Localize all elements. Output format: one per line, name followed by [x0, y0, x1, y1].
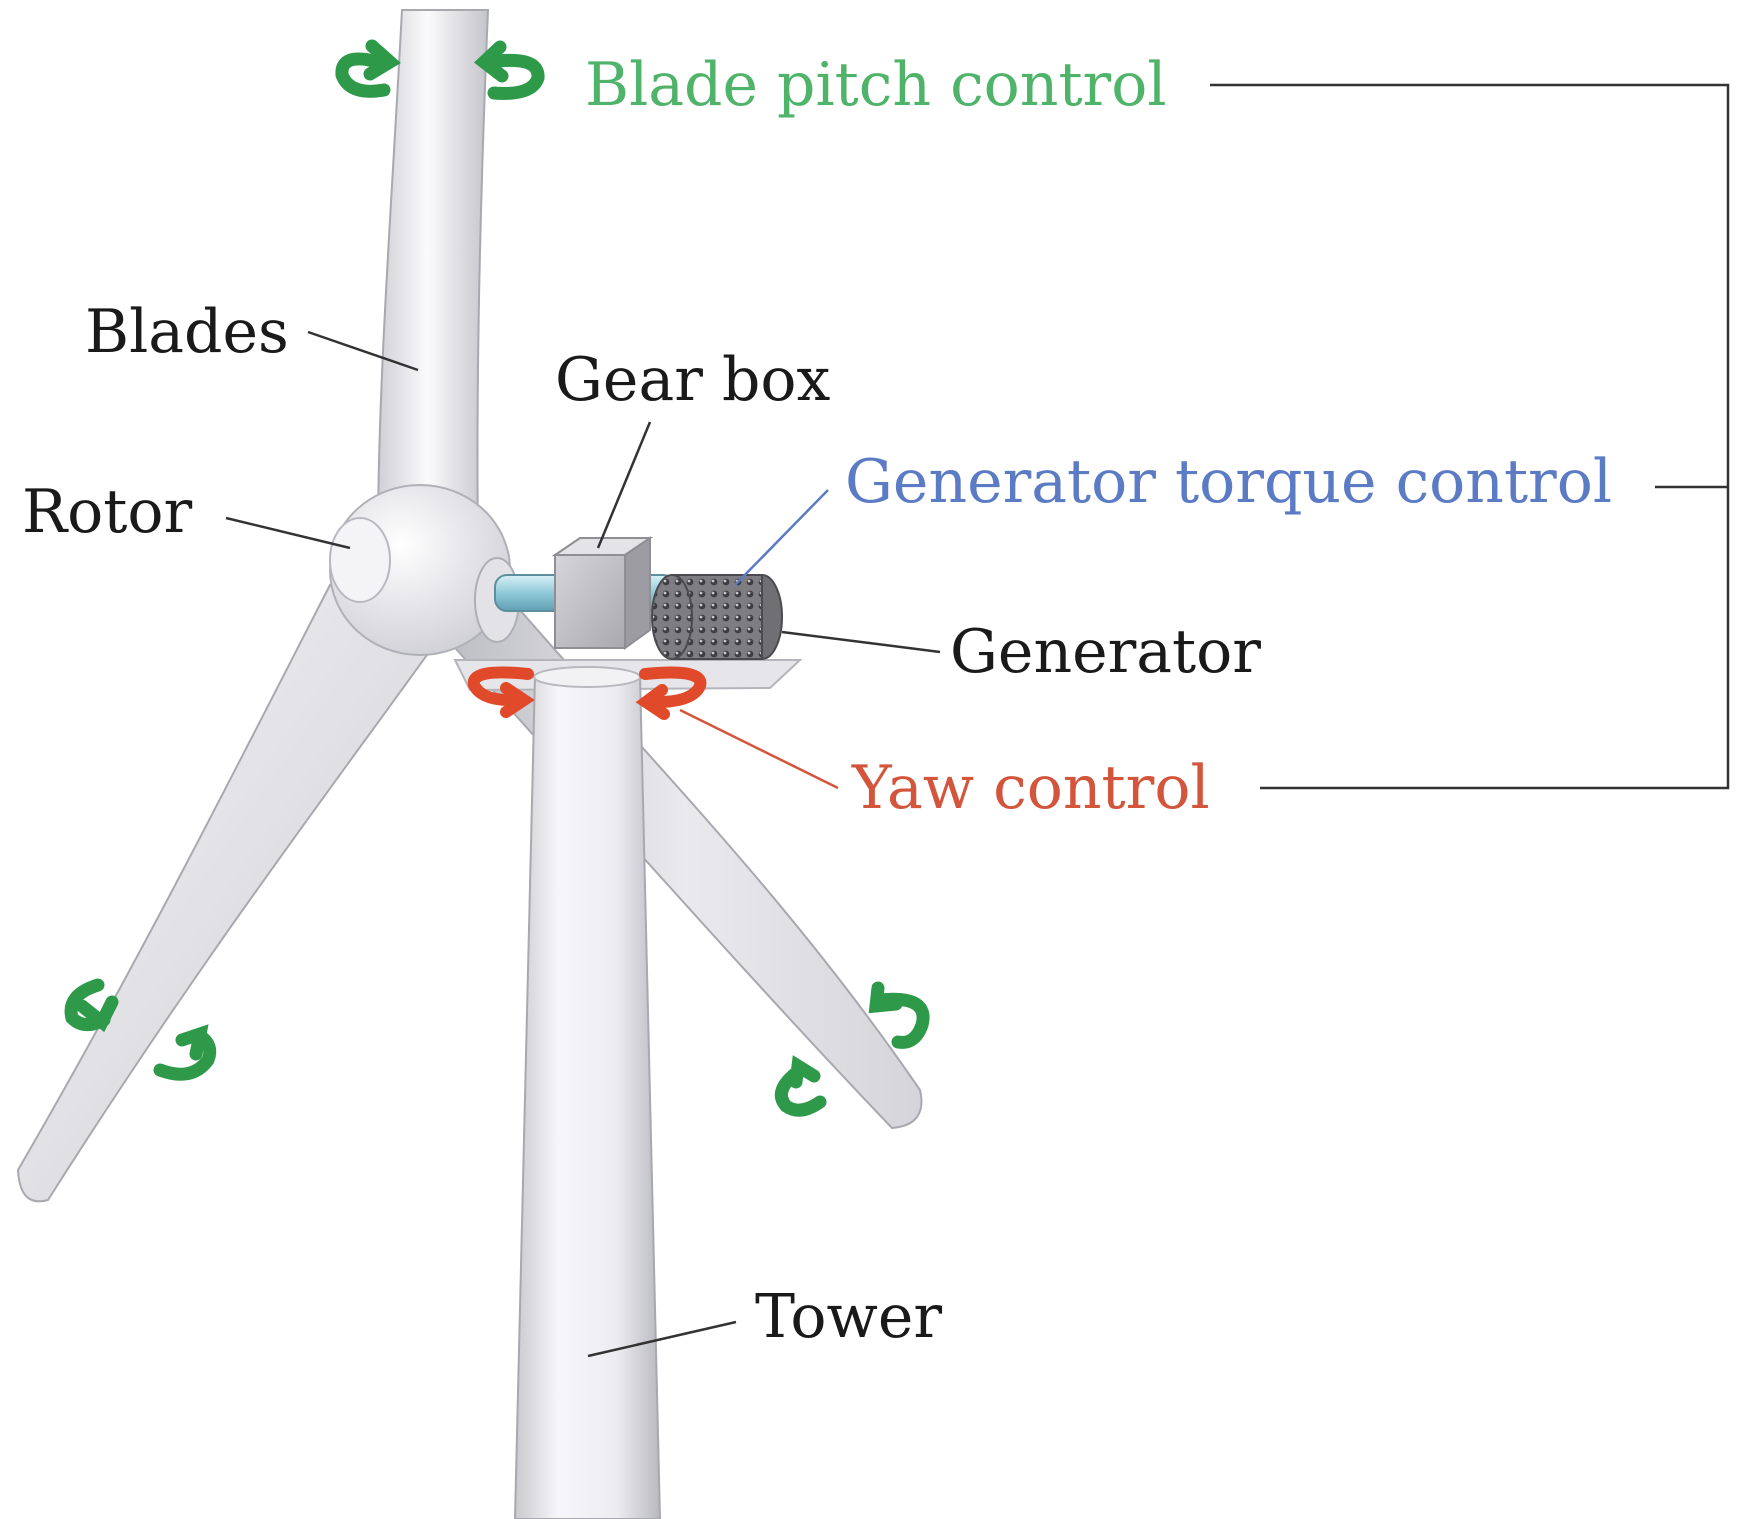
rotor-hub-bulge — [329, 517, 391, 603]
generator-torque-control-label: Generator torque control — [845, 447, 1612, 517]
blades-label: Blades — [85, 297, 289, 367]
curved-rotation-arrow-icon — [335, 39, 401, 98]
turbine-illustration — [16, 9, 923, 1519]
blade-pitch-control-label: Blade pitch control — [585, 50, 1167, 120]
blade-upper — [376, 9, 490, 541]
curved-rotation-arrow-icon — [153, 1024, 217, 1081]
generator-leader — [781, 630, 941, 654]
labels: Blade pitch control Blades Gear box Gene… — [22, 50, 1612, 1352]
gearbox-leader — [596, 421, 652, 549]
control-bracket — [1210, 83, 1730, 790]
blades-leader — [307, 330, 419, 372]
generator-torque-leader — [734, 489, 829, 586]
generator-label: Generator — [950, 617, 1261, 687]
blade-lower-left — [16, 583, 447, 1203]
curved-rotation-arrow-icon — [868, 981, 930, 1049]
curved-rotation-arrow-icon — [774, 1055, 827, 1117]
curved-rotation-arrow-icon — [635, 666, 707, 720]
gear-box-label: Gear box — [555, 345, 830, 415]
generator-component — [651, 574, 783, 660]
curved-rotation-arrow-icon — [64, 978, 119, 1033]
yaw-arrows — [467, 666, 707, 720]
tower-leader — [587, 1320, 737, 1358]
tower-label: Tower — [755, 1282, 942, 1352]
curved-rotation-arrow-icon — [474, 40, 545, 100]
gear-box-component — [551, 536, 654, 650]
rotor-leader — [225, 516, 351, 550]
pitch-arrows — [64, 39, 930, 1117]
tower-shape — [513, 674, 662, 1519]
leader-lines — [225, 83, 1730, 1358]
yaw-control-label: Yaw control — [851, 753, 1210, 823]
rotor-label: Rotor — [22, 477, 193, 547]
curved-rotation-arrow-icon — [467, 666, 535, 718]
yaw-leader — [679, 708, 839, 790]
tower-top — [533, 666, 641, 688]
